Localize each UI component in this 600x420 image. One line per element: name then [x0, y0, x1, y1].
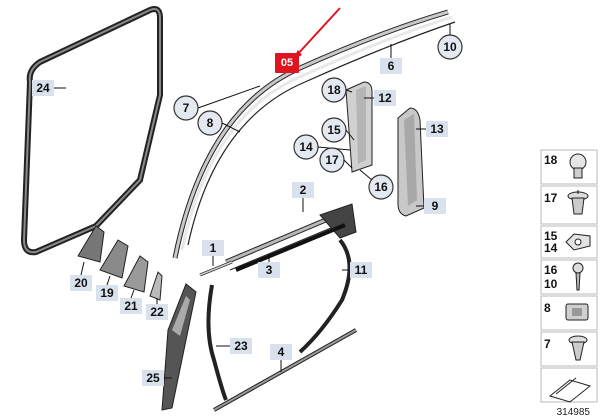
- triangle-trim-part-20: [77, 225, 105, 263]
- plastic-rivet-icon: [567, 190, 589, 215]
- label-part-4: 4: [270, 344, 292, 372]
- label-part-7: 7: [173, 85, 261, 121]
- drawing-number: 314985: [556, 407, 590, 418]
- label-part-11: 11: [342, 262, 372, 278]
- svg-text:9: 9: [432, 199, 439, 213]
- svg-text:1: 1: [210, 241, 217, 255]
- small-strip-part-1: [199, 260, 233, 277]
- svg-text:4: 4: [278, 345, 285, 359]
- svg-text:23: 23: [234, 339, 248, 353]
- svg-text:22: 22: [150, 305, 164, 319]
- svg-text:14: 14: [544, 241, 558, 255]
- label-part-18: 18: [321, 77, 353, 103]
- label-part-19: 19: [96, 275, 118, 301]
- small-piece-part-22: [149, 271, 163, 301]
- svg-text:19: 19: [100, 286, 114, 300]
- svg-text:11: 11: [355, 263, 368, 277]
- retainer-clip-icon: [565, 303, 589, 321]
- svg-text:10: 10: [544, 277, 558, 291]
- screw-icon: [572, 262, 584, 291]
- svg-text:7: 7: [183, 101, 190, 115]
- label-part-22: 22: [146, 298, 168, 320]
- svg-text:10: 10: [443, 40, 457, 54]
- door-seal-part-24: [20, 6, 163, 256]
- label-part-1: 1: [202, 240, 224, 266]
- svg-text:25: 25: [146, 371, 160, 385]
- label-part-8: 8: [197, 110, 241, 136]
- svg-text:21: 21: [124, 299, 138, 313]
- sill-strip-part-4: [213, 328, 357, 412]
- pillar-trim-part-12: [345, 81, 373, 173]
- window-channel-part-2: [225, 203, 357, 271]
- label-part-17: 17: [319, 147, 353, 173]
- pillar-trim-part-25: [161, 283, 197, 411]
- legend-label-18: 18: [544, 153, 558, 167]
- bracket-icon: [565, 233, 591, 251]
- svg-text:3: 3: [266, 263, 273, 277]
- svg-text:17: 17: [325, 153, 339, 167]
- label-part-16: 16: [359, 169, 394, 200]
- direction-arrow-icon: [548, 377, 592, 403]
- label-part-15: 15: [321, 117, 355, 143]
- svg-text:6: 6: [388, 59, 395, 73]
- svg-text:24: 24: [36, 81, 50, 95]
- label-part-12: 12: [364, 90, 396, 106]
- label-part-14: 14: [293, 134, 351, 160]
- legend-label-7: 7: [544, 337, 551, 351]
- label-part-23: 23: [216, 338, 252, 354]
- legend-label-15: 15: [544, 229, 558, 243]
- legend-label-8: 8: [544, 301, 551, 315]
- clip-icon: [569, 153, 587, 179]
- expansion-clip-icon: [568, 335, 588, 361]
- label-part-13: 13: [416, 121, 448, 137]
- triangle-trim-part-19: [99, 239, 129, 279]
- highlight-callout-badge: 05: [275, 53, 299, 73]
- svg-text:12: 12: [378, 91, 392, 105]
- label-part-3: 3: [258, 254, 280, 278]
- belt-strip-part-3: [235, 223, 346, 272]
- triangle-trim-part-21: [123, 255, 149, 293]
- svg-text:15: 15: [327, 123, 341, 137]
- svg-text:14: 14: [299, 140, 313, 154]
- legend-label-16: 16: [544, 263, 558, 277]
- svg-text:20: 20: [74, 276, 88, 290]
- curved-seal-part-11: [298, 238, 352, 354]
- svg-text:8: 8: [207, 116, 214, 130]
- pillar-trim-part-13: [397, 107, 425, 217]
- label-part-25: 25: [142, 370, 172, 386]
- svg-text:16: 16: [374, 180, 388, 194]
- label-part-6: 6: [380, 44, 402, 74]
- label-part-21: 21: [120, 289, 142, 314]
- svg-text:13: 13: [430, 122, 444, 136]
- svg-text:18: 18: [327, 83, 341, 97]
- label-part-2: 2: [292, 182, 314, 212]
- vertical-seal-part-23: [206, 284, 228, 401]
- legend-label-17: 17: [544, 191, 558, 205]
- label-part-10: 10: [437, 24, 463, 60]
- label-part-9: 9: [416, 198, 446, 214]
- label-part-24: 24: [32, 80, 66, 96]
- svg-text:2: 2: [300, 183, 307, 197]
- label-part-20: 20: [70, 261, 92, 291]
- fastener-legend: 18 17 15 14 16 10 8 7: [540, 149, 598, 403]
